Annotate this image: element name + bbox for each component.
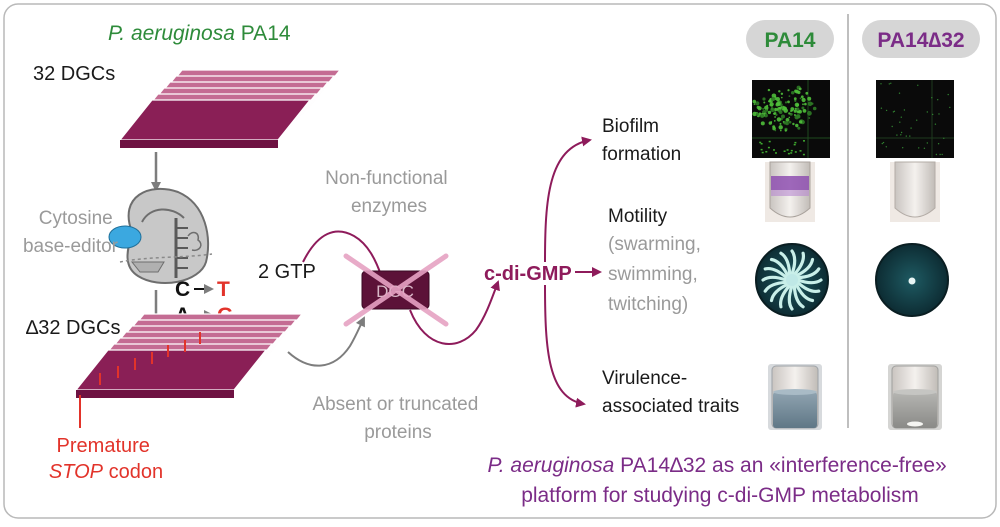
phenotype-arrows [544, 136, 602, 408]
biofilm-microscopy-image-mutant [876, 80, 954, 158]
dgc-layer [74, 349, 268, 391]
crystal-violet-tube-mutant [890, 161, 940, 222]
stop-codon-marks [99, 332, 201, 385]
cross-out-mark [343, 253, 449, 327]
motility-plate-wt [755, 243, 829, 317]
svg-text:C: C [175, 278, 190, 301]
base-editor-label: Cytosine base-editor [23, 208, 119, 257]
crystal-violet-tube-wt [765, 161, 815, 222]
premature-stop-label: Premature STOP codon [49, 435, 163, 483]
nonfunctional-label: Non-functional enzymes [325, 168, 453, 217]
arrow-stack-to-enzyme [287, 316, 365, 367]
strain-title: P. aeruginosa PA14 [108, 22, 291, 45]
svg-text:T: T [217, 278, 230, 301]
bottom-dgc-stack [74, 313, 304, 398]
top-stack-label: 32 DGCs [33, 63, 115, 85]
product-curve [409, 280, 500, 345]
biofilm-microscopy-image-wt [752, 80, 830, 158]
biofilm-label: Biofilm formation [602, 116, 681, 165]
conclusion-text: P. aeruginosa PA14∆32 as an «interferenc… [487, 454, 952, 507]
motility-plate-mutant [875, 243, 949, 317]
top-dgc-stack [118, 69, 342, 148]
bottom-stack-label: ∆32 DGCs [26, 317, 120, 339]
base-editor-protein-icon [108, 187, 213, 284]
substrate-label: 2 GTP [258, 261, 316, 283]
culture-tube-mutant [888, 364, 942, 430]
culture-tube-wt [768, 364, 822, 430]
motility-label: Motility (swarming, swimming, twitching) [608, 206, 706, 315]
substrate-curve [302, 230, 383, 279]
dgc-layer [118, 99, 312, 141]
mutant-column-pill: PA14∆32 [862, 20, 980, 58]
wt-column-pill: PA14 [746, 20, 834, 58]
svg-text:PA14∆32: PA14∆32 [877, 29, 964, 52]
svg-text:PA14: PA14 [765, 29, 816, 52]
product-label: c-di-GMP [484, 263, 572, 285]
virulence-label: Virulence- associated traits [602, 368, 739, 417]
absent-proteins-label: Absent or truncated proteins [312, 394, 483, 443]
